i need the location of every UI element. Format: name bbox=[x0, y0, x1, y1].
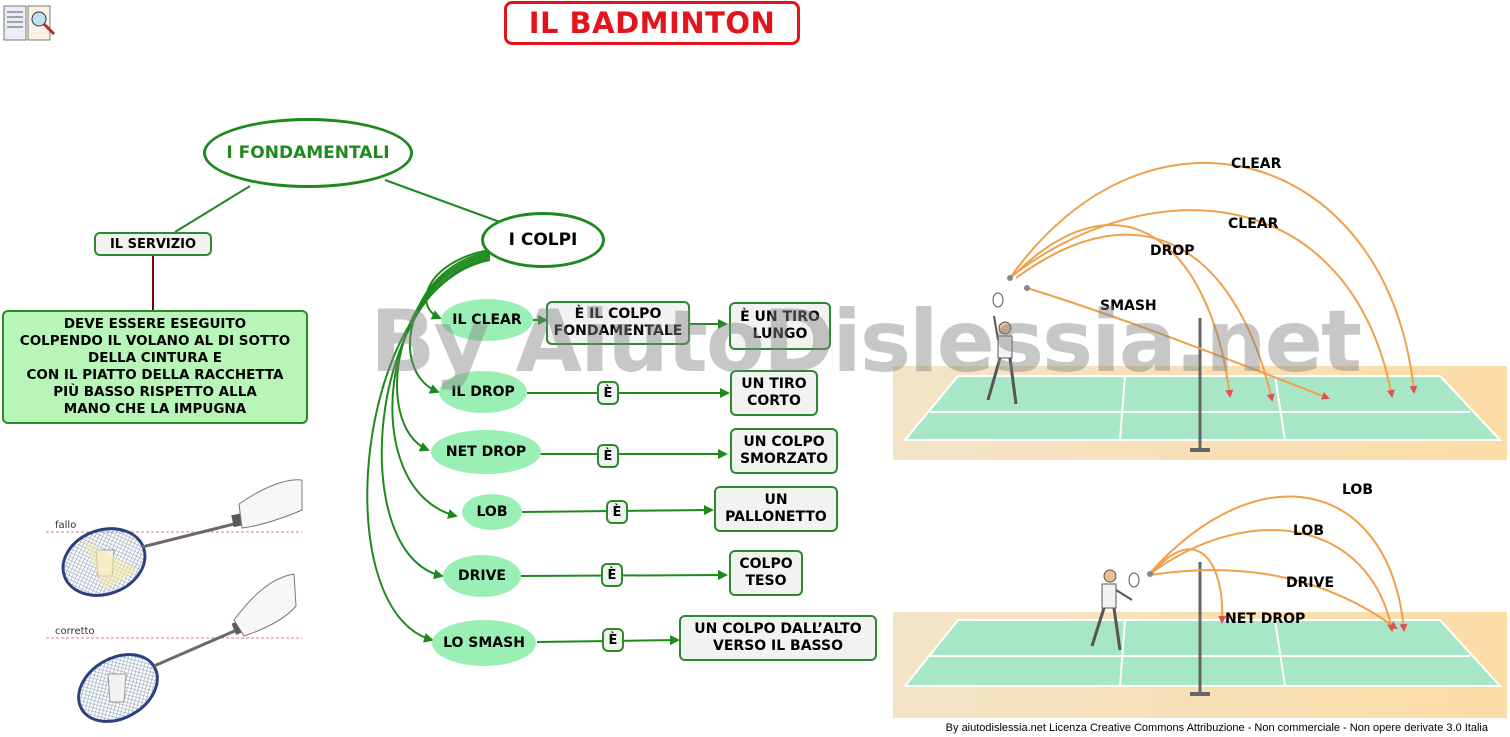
definition-line: VERSO IL BASSO bbox=[713, 638, 843, 654]
traj-label-lob-2: LOB bbox=[1293, 523, 1324, 539]
node-servizio: IL SERVIZIO bbox=[94, 232, 212, 256]
logo-icon bbox=[2, 2, 60, 44]
definition-line: UN bbox=[764, 492, 788, 508]
definition-line: SMORZATO bbox=[739, 451, 829, 467]
definition-line: COLPO bbox=[739, 556, 793, 572]
link-drop: È bbox=[597, 381, 619, 405]
definition-line: È UN TIRO bbox=[740, 309, 820, 325]
traj-label-smash: SMASH bbox=[1100, 298, 1157, 314]
link-drive: È bbox=[601, 563, 623, 587]
page-title: IL BADMINTON bbox=[504, 1, 800, 45]
definition-line: TESO bbox=[745, 573, 787, 589]
node-colpi: I COLPI bbox=[481, 212, 605, 268]
stroke-drive: DRIVE bbox=[443, 555, 521, 597]
definition-drop: UN TIRO CORTO bbox=[730, 370, 818, 416]
traj-label-lob-1: LOB bbox=[1342, 482, 1373, 498]
traj-label-drop: DROP bbox=[1150, 243, 1195, 259]
desc-line: CON IL PIATTO DELLA RACCHETTA bbox=[26, 367, 284, 383]
link-clear: È IL COLPO FONDAMENTALE bbox=[546, 301, 690, 345]
desc-line: PIÙ BASSO RISPETTO ALLA bbox=[53, 384, 257, 400]
servizio-label: IL SERVIZIO bbox=[109, 236, 197, 252]
definition-net-drop: UN COLPO SMORZATO bbox=[730, 428, 838, 474]
serve-illustration bbox=[44, 470, 306, 728]
link-net-drop: È bbox=[597, 444, 619, 468]
license-footer: By aiutodislessia.net Licenza Creative C… bbox=[945, 722, 1488, 734]
desc-line: DEVE ESSERE ESEGUITO bbox=[63, 316, 247, 332]
definition-line: UN TIRO bbox=[741, 376, 807, 392]
definition-clear: È UN TIRO LUNGO bbox=[729, 302, 831, 350]
link-lob: È bbox=[606, 500, 628, 524]
definition-lob: UN PALLONETTO bbox=[714, 486, 838, 532]
definition-drive: COLPO TESO bbox=[729, 550, 803, 596]
desc-line: DELLA CINTURA E bbox=[88, 350, 222, 366]
definition-smash: UN COLPO DALL’ALTO VERSO IL BASSO bbox=[679, 615, 877, 661]
traj-label-net-drop: NET DROP bbox=[1225, 611, 1306, 627]
stroke-drop: IL DROP bbox=[439, 371, 527, 413]
stroke-smash: LO SMASH bbox=[432, 620, 536, 666]
stroke-clear: IL CLEAR bbox=[441, 299, 533, 341]
desc-line: COLPENDO IL VOLANO AL DI SOTTO bbox=[19, 333, 291, 349]
stroke-lob: LOB bbox=[462, 494, 522, 530]
label-corretto: corretto bbox=[55, 626, 95, 637]
definition-line: PALLONETTO bbox=[725, 509, 827, 525]
node-fondamentali: I FONDAMENTALI bbox=[203, 118, 413, 188]
traj-label-drive: DRIVE bbox=[1286, 575, 1335, 591]
definition-line: LUNGO bbox=[752, 326, 808, 342]
definition-line: CORTO bbox=[747, 393, 801, 409]
link-line: FONDAMENTALE bbox=[553, 323, 683, 339]
traj-label-clear-1: CLEAR bbox=[1231, 156, 1282, 172]
link-smash: È bbox=[602, 628, 624, 652]
stroke-net-drop: NET DROP bbox=[431, 430, 541, 474]
servizio-description: DEVE ESSERE ESEGUITO COLPENDO IL VOLANO … bbox=[2, 310, 308, 424]
traj-label-clear-2: CLEAR bbox=[1228, 216, 1279, 232]
link-line: È IL COLPO bbox=[574, 306, 662, 322]
definition-line: UN COLPO bbox=[743, 434, 825, 450]
label-fallo: fallo bbox=[55, 520, 77, 531]
definition-line: UN COLPO DALL’ALTO bbox=[694, 621, 862, 637]
desc-line: MANO CHE LA IMPUGNA bbox=[63, 401, 247, 417]
